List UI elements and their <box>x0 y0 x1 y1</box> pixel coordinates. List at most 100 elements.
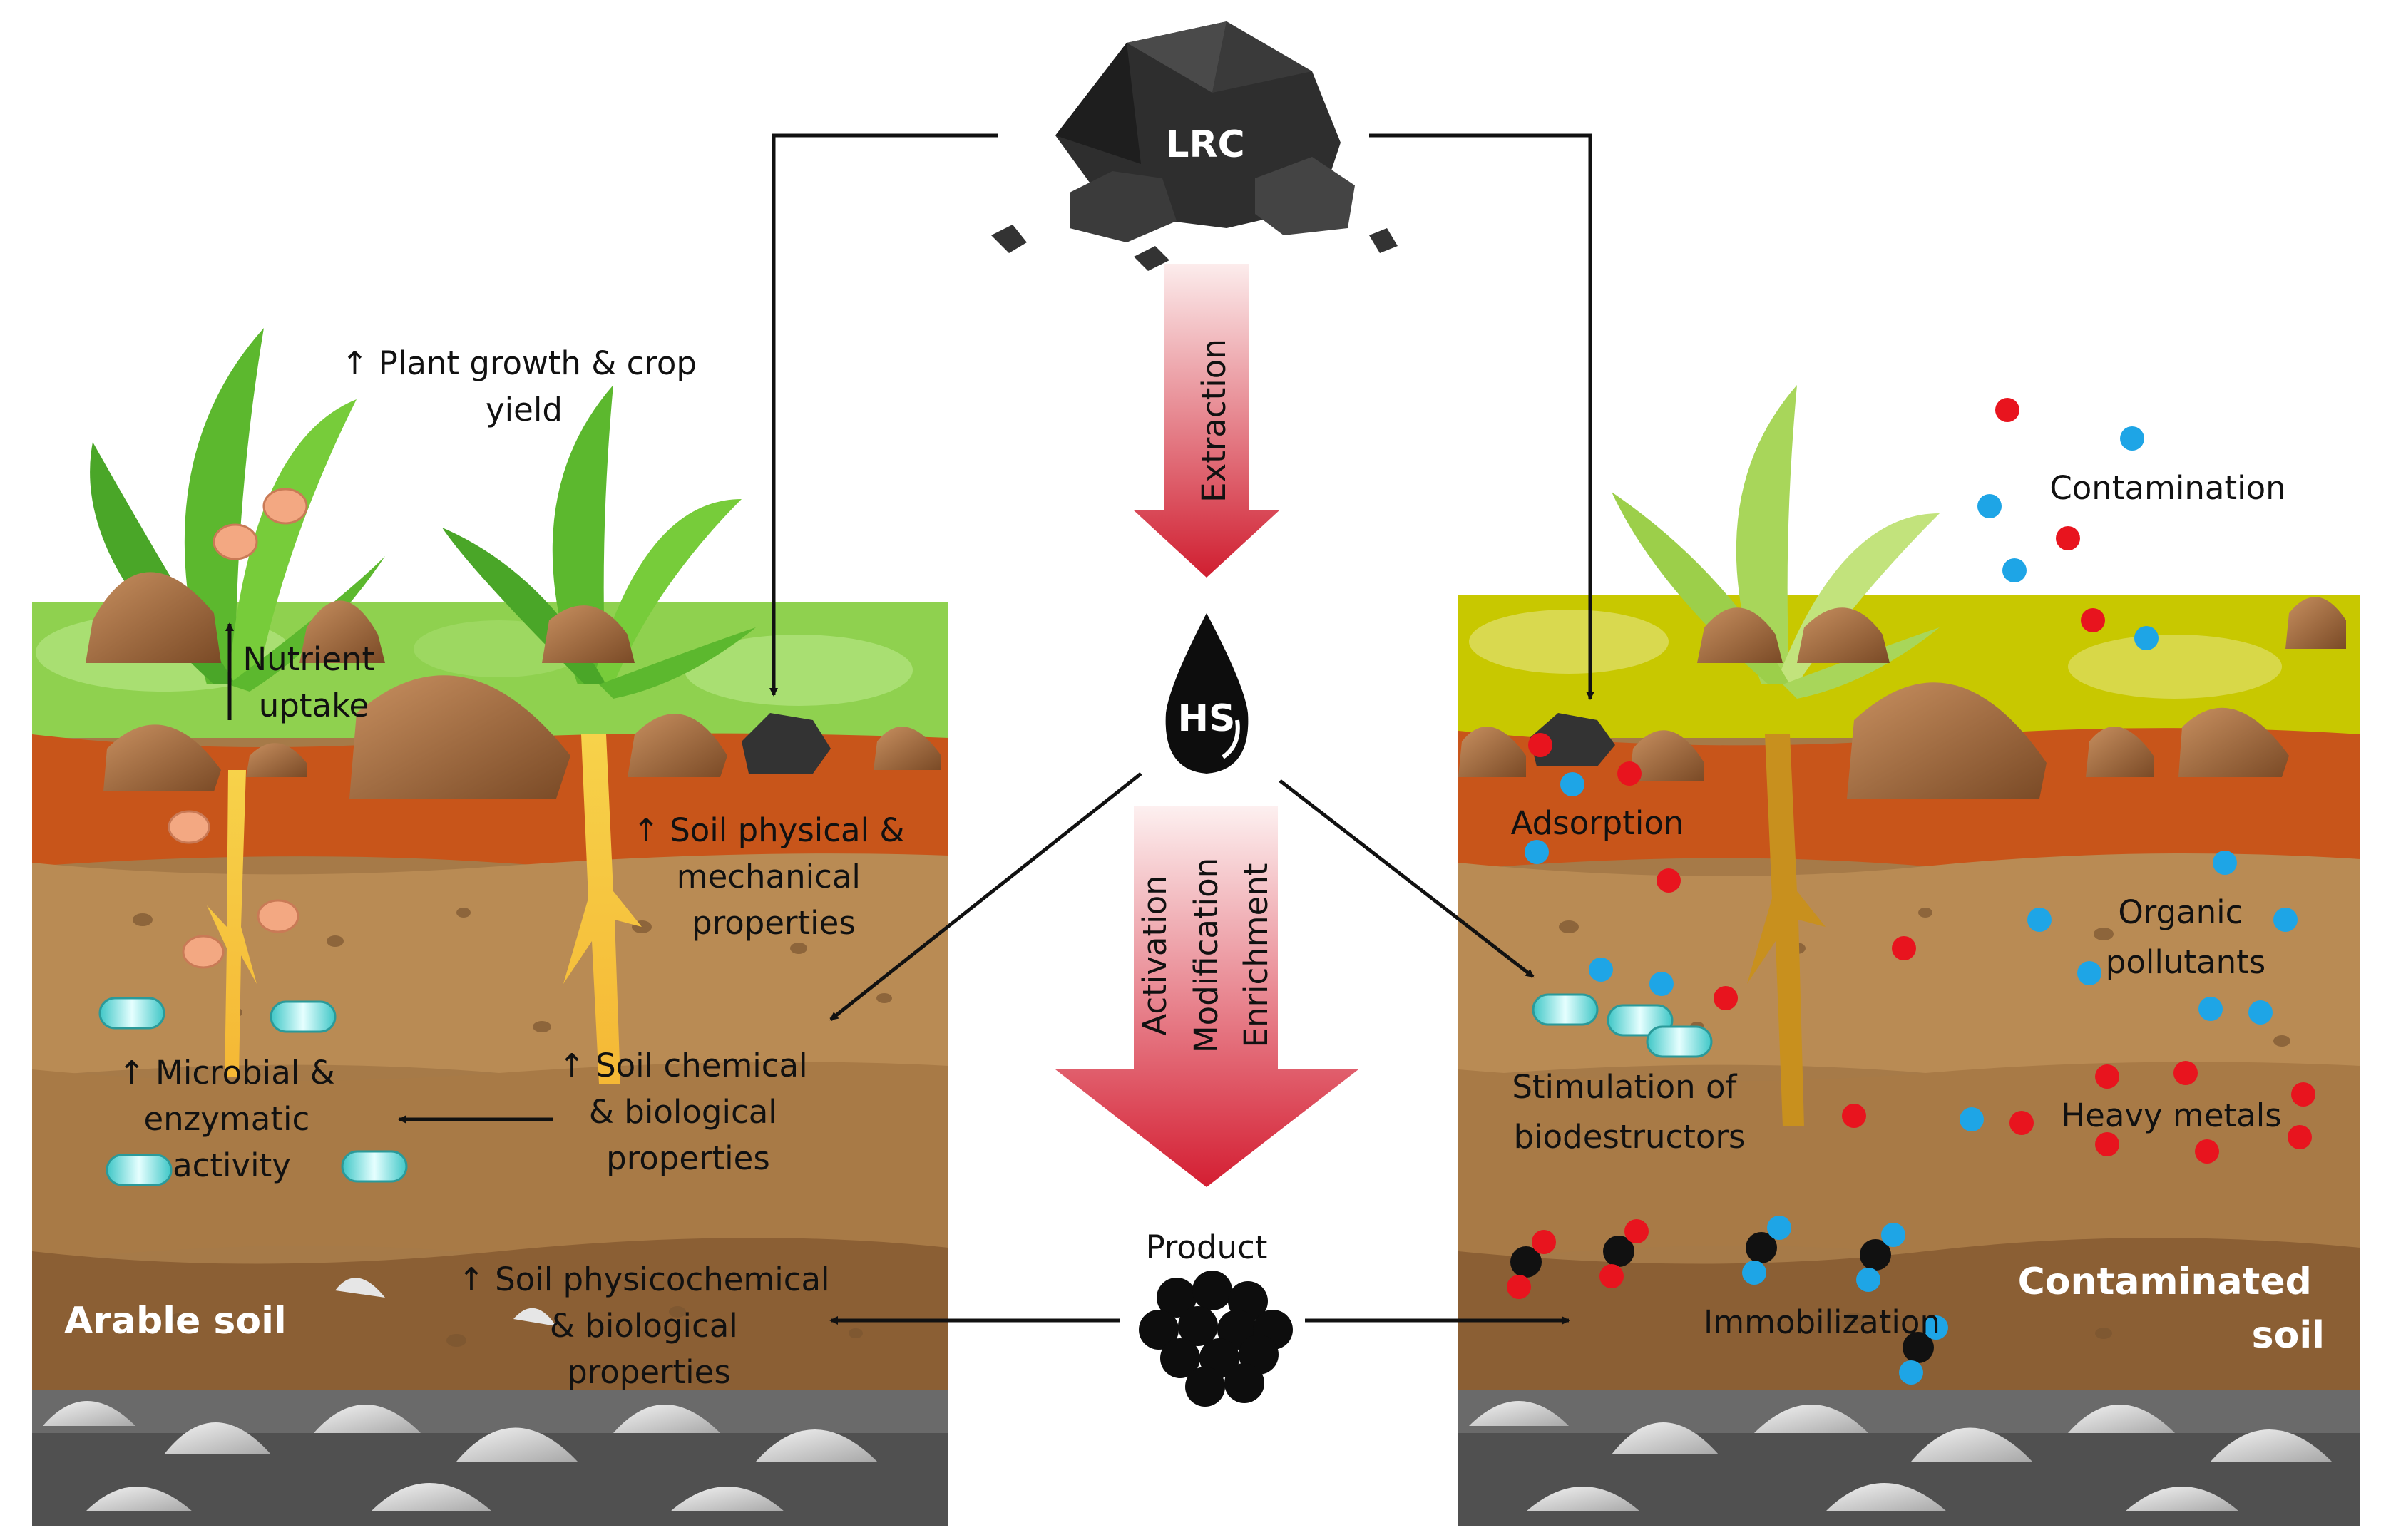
bound-pollutant-dot <box>1924 1315 1948 1340</box>
root-right <box>1747 734 1826 1126</box>
processing-arrow <box>1055 806 1358 1187</box>
bound-pollutant-dot <box>1532 1230 1556 1254</box>
contaminated-labels: Contamination Adsorption Organic polluta… <box>1511 469 2325 1357</box>
arrow-hs-to-stimulation <box>1279 779 1535 978</box>
lrc-coal-piece-left <box>742 713 831 774</box>
rock <box>2285 597 2346 649</box>
root-left <box>207 770 257 1077</box>
rock <box>299 600 385 663</box>
rock <box>1629 730 1704 781</box>
red-pollutant-dot <box>2009 1111 2034 1135</box>
immobilized-complexes <box>1507 1216 1948 1385</box>
organic-pollutants-label: Organic pollutants <box>2106 893 2265 981</box>
soil-chemical-label: ↑ Soil chemical & biological properties <box>558 1047 818 1177</box>
product-ball <box>1178 1306 1218 1346</box>
product-ball <box>1139 1310 1179 1350</box>
rock <box>246 743 307 777</box>
blue-pollutant-dot <box>1589 958 1613 982</box>
heavy-metal-dots <box>1528 398 2315 1164</box>
rock <box>628 714 727 777</box>
product-ball <box>1185 1367 1225 1407</box>
arrow-lrc-to-contaminated <box>1369 133 1594 700</box>
flow-arrows <box>225 133 1594 1325</box>
hs-label: HS <box>1178 697 1236 740</box>
product-particles <box>1139 1270 1293 1407</box>
bound-pollutant-dot <box>1856 1268 1880 1292</box>
bound-pollutant-dot <box>1767 1216 1791 1240</box>
black-hs-particle <box>1603 1236 1634 1267</box>
blue-pollutant-dot <box>2213 851 2237 875</box>
root-middle <box>563 734 642 1084</box>
rock <box>1458 727 1526 777</box>
product-ball <box>1224 1363 1264 1403</box>
rock <box>874 727 941 770</box>
soil-physical-label: ↑ Soil physical & mechanical properties <box>633 811 915 942</box>
lrc-coal-piece-right <box>1530 713 1615 766</box>
extraction-label: Extraction <box>1195 339 1233 503</box>
bound-pollutant-dot <box>1899 1360 1923 1385</box>
product-ball <box>1157 1278 1197 1318</box>
microbial-label: ↑ Microbial & enzymatic activity <box>118 1054 345 1184</box>
activation-label: Activation <box>1136 875 1174 1035</box>
enrichment-label: Enrichment <box>1237 863 1275 1048</box>
red-pollutant-dot <box>2288 1125 2312 1149</box>
red-pollutant-dot <box>1657 868 1681 893</box>
bound-pollutant-dot <box>1742 1261 1766 1285</box>
biodestructor-bacteria <box>1532 993 1713 1058</box>
red-pollutant-dot <box>2173 1061 2198 1085</box>
hs-drop <box>1165 613 1249 774</box>
organic-pollutant-dots <box>1525 426 2298 1131</box>
red-pollutant-dot <box>1842 1104 1866 1128</box>
red-pollutant-dot <box>1892 936 1916 960</box>
blue-pollutant-dot <box>1525 840 1549 864</box>
red-pollutant-dot <box>2081 608 2105 632</box>
red-pollutant-dot <box>2291 1082 2315 1107</box>
adsorption-label: Adsorption <box>1511 804 1684 842</box>
blue-pollutant-dot <box>2027 908 2052 932</box>
bound-pollutant-dot <box>1507 1275 1531 1299</box>
bound-pollutant-dot <box>1624 1219 1649 1243</box>
heavy-metals-label: Heavy metals <box>2061 1097 2281 1134</box>
rock <box>1797 607 1890 663</box>
black-hs-particle <box>1510 1246 1542 1278</box>
red-pollutant-dot <box>1528 733 1552 757</box>
black-hs-particle <box>1746 1232 1777 1263</box>
bacteria <box>98 997 408 1186</box>
blue-pollutant-dot <box>1977 494 2002 518</box>
red-pollutant-dot <box>1714 986 1738 1010</box>
contaminated-soil-title: Contaminated soil <box>2018 1261 2325 1357</box>
blue-pollutant-dot <box>1649 972 1674 996</box>
arable-soil-title: Arable soil <box>64 1300 287 1343</box>
red-pollutant-dot <box>2195 1139 2219 1164</box>
black-hs-particle <box>1860 1239 1891 1270</box>
red-pollutant-dot <box>2056 526 2080 550</box>
hs-drop-highlight <box>1222 719 1240 759</box>
plant-growth-label: ↑ Plant growth & crop yield <box>342 344 707 428</box>
plant-left <box>90 328 385 692</box>
red-pollutant-dot <box>2095 1064 2119 1089</box>
physicochemical-label: ↑ Soil physicochemical & biological prop… <box>458 1261 840 1391</box>
rock <box>542 605 635 663</box>
blue-pollutant-dot <box>2077 961 2101 985</box>
arable-labels: ↑ Plant growth & crop yield Nutrient upt… <box>64 344 915 1391</box>
rock <box>2086 727 2154 777</box>
red-pollutant-dot <box>1995 398 2019 422</box>
blue-pollutant-dot <box>2120 426 2144 451</box>
product-label: Product <box>1146 1228 1268 1266</box>
rock <box>103 724 221 791</box>
red-pollutant-dot <box>1617 761 1642 786</box>
stimulation-label: Stimulation of biodestructors <box>1512 1068 1746 1156</box>
blue-pollutant-dot <box>1560 772 1584 796</box>
blue-pollutant-dot <box>2002 558 2027 582</box>
arrow-hs-to-chemical <box>829 772 1142 1021</box>
rock <box>86 572 221 663</box>
rock <box>349 675 570 799</box>
bound-pollutant-dot <box>1881 1223 1905 1247</box>
rock <box>2178 707 2289 777</box>
modification-label: Modification <box>1187 858 1225 1053</box>
blue-pollutant-dot <box>2273 908 2298 932</box>
blue-pollutant-dot <box>2248 1000 2273 1025</box>
black-hs-particle <box>1903 1332 1934 1363</box>
blue-pollutant-dot <box>2134 626 2159 650</box>
